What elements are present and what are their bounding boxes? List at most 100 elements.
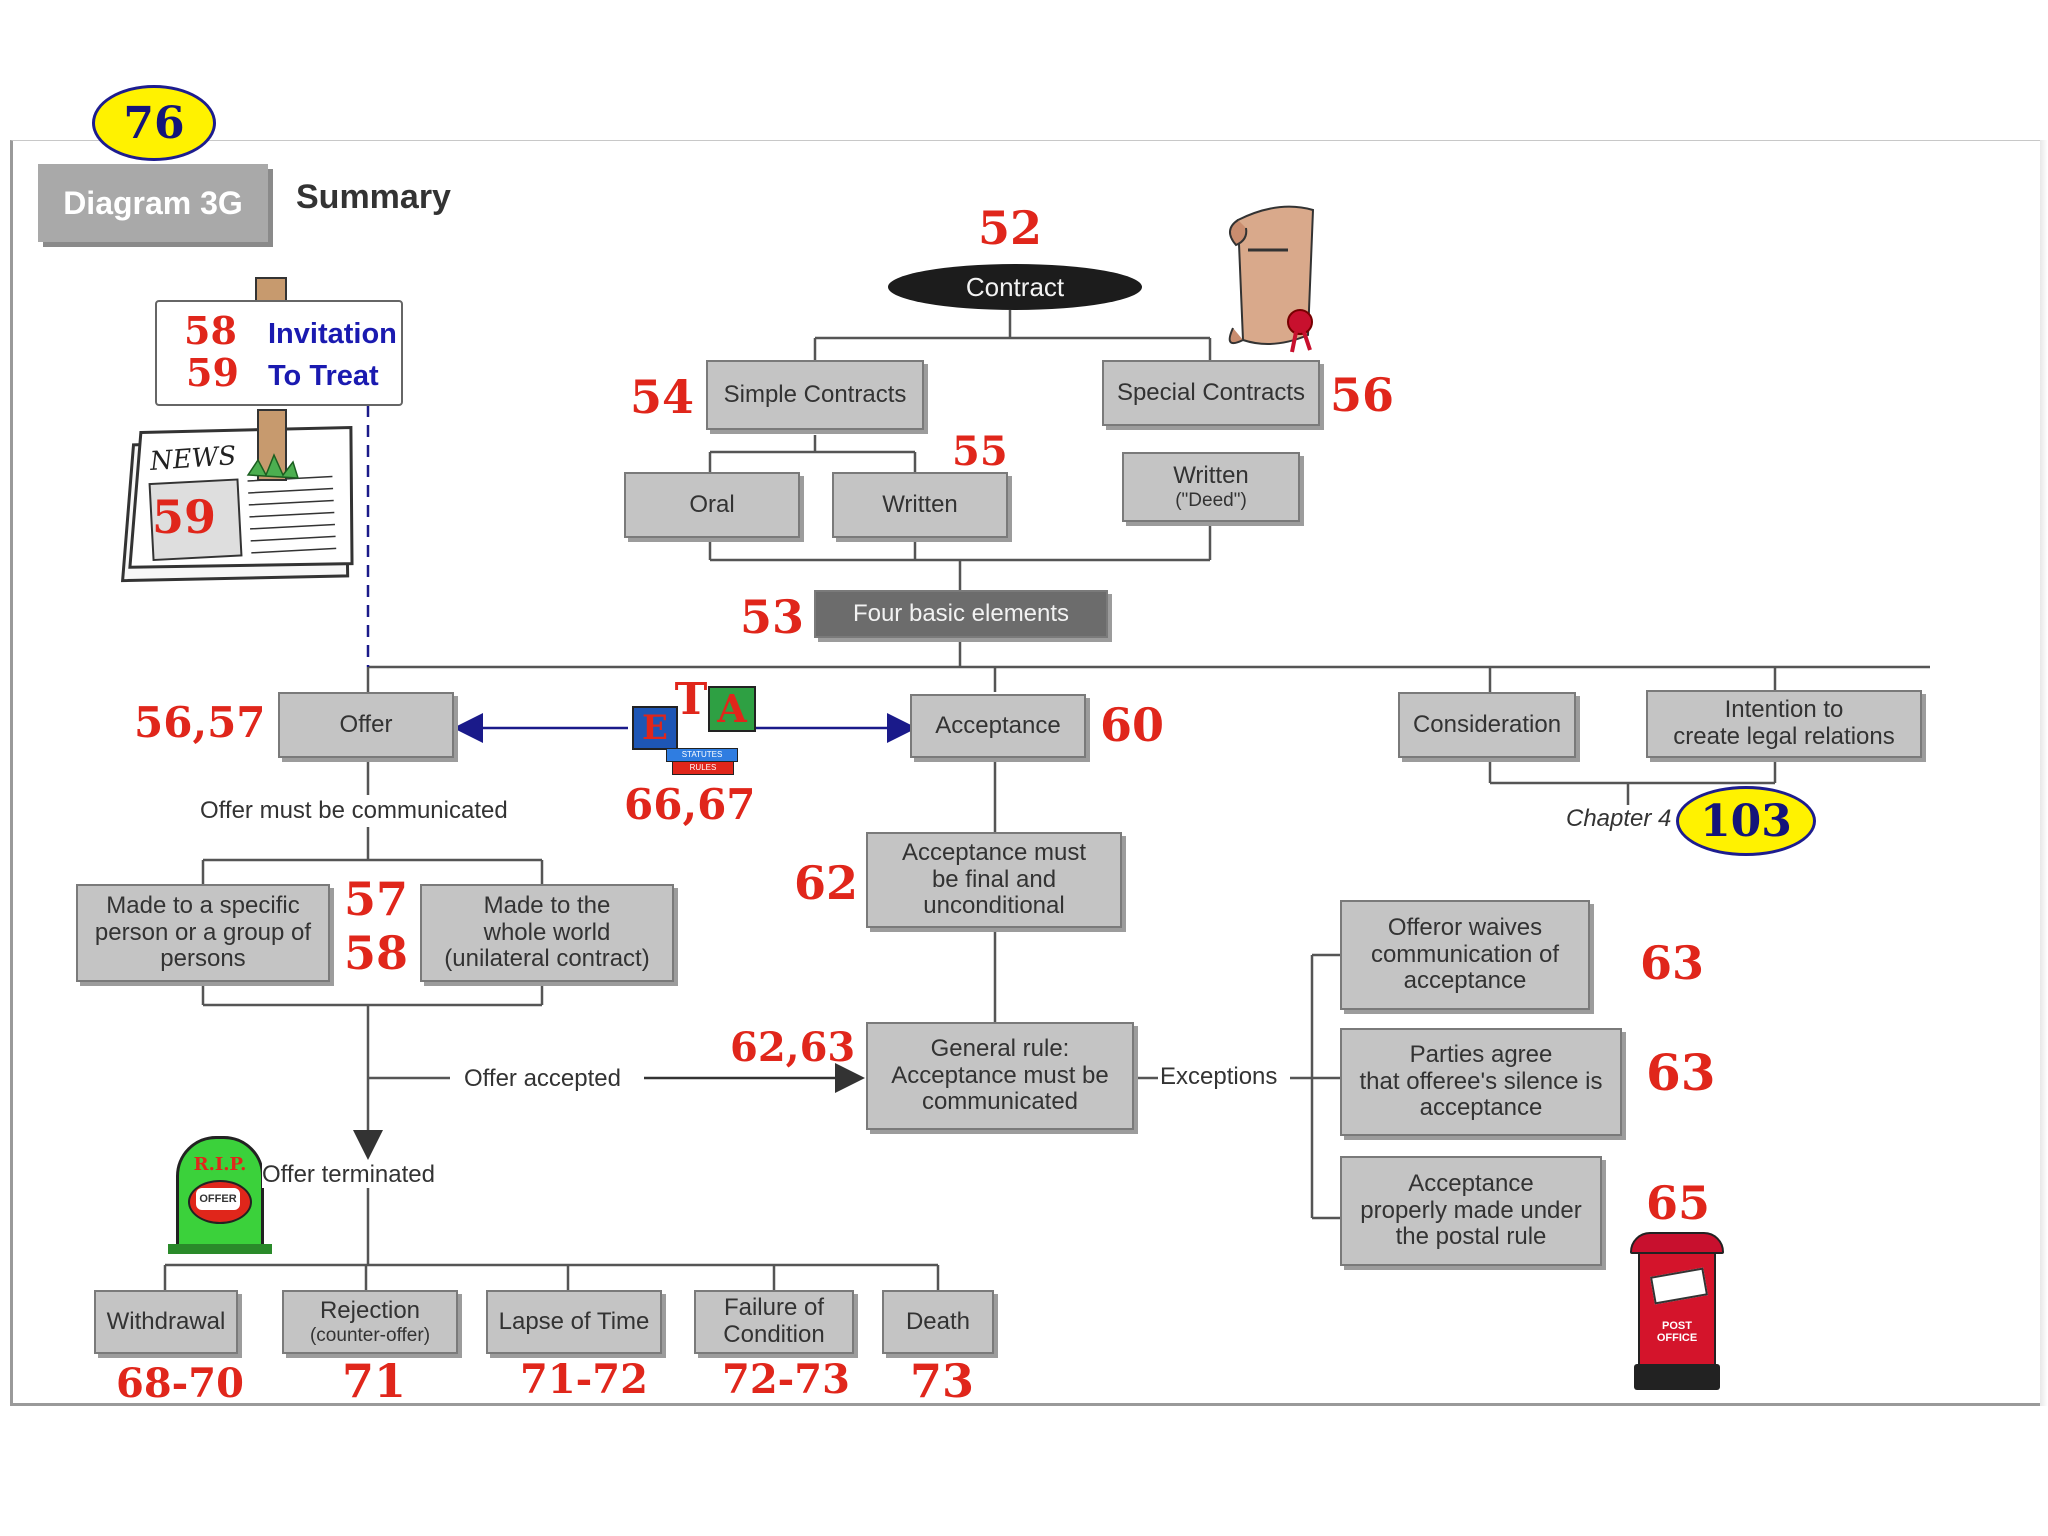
acceptance-final-label: Acceptance must be final and uncondition…	[901, 838, 1087, 920]
ref-simple-contracts: 54	[630, 370, 695, 424]
acceptance-label: Acceptance	[935, 711, 1061, 739]
chapter4-ref: 103	[1700, 795, 1792, 847]
exception-postal-node: Acceptance properly made under the posta…	[1340, 1156, 1602, 1266]
page-number-text: 76	[123, 97, 185, 149]
deed-scroll-icon	[1228, 205, 1315, 353]
death-node: Death	[882, 1290, 994, 1354]
ref-acceptance: 60	[1100, 698, 1165, 752]
lapse-of-time-node: Lapse of Time	[486, 1290, 662, 1354]
exception-silence-label: Parties agree that offeree's silence is …	[1359, 1040, 1603, 1122]
ref-written: 55	[952, 428, 1008, 475]
written-deed-sublabel: ("Deed")	[1175, 489, 1247, 511]
written-deed-node: Written ("Deed")	[1122, 452, 1300, 522]
eta-icon: E T A STATUTES RULES	[628, 674, 758, 780]
rip-text: R.I.P.	[193, 1154, 247, 1175]
exceptions-label: Exceptions	[1160, 1063, 1278, 1091]
exception-postal-label: Acceptance properly made under the posta…	[1360, 1169, 1582, 1251]
ref-lapse: 71-72	[520, 1356, 648, 1403]
invitation-line-1: Invitation	[268, 318, 397, 350]
eta-letter-t: T	[674, 674, 708, 725]
withdrawal-node: Withdrawal	[94, 1290, 238, 1354]
withdrawal-label: Withdrawal	[106, 1307, 226, 1335]
frame-shadow	[2040, 140, 2048, 1406]
ref-contract: 52	[978, 201, 1043, 255]
ref-eta: 66,67	[624, 780, 756, 829]
diagram-title: Summary	[296, 178, 451, 216]
whole-world-node: Made to the whole world (unilateral cont…	[420, 884, 674, 982]
offer-terminated-label: Offer terminated	[262, 1161, 435, 1189]
consideration-label: Consideration	[1412, 710, 1562, 738]
ref-four-elements: 53	[740, 590, 805, 644]
four-elements-label: Four basic elements	[852, 599, 1070, 627]
post-office-label: POST OFFICE	[1656, 1320, 1698, 1345]
lapse-of-time-label: Lapse of Time	[498, 1307, 650, 1335]
diagram-frame	[10, 140, 2046, 1406]
eta-tag-statutes: STATUTES	[666, 748, 738, 762]
simple-contracts-node: Simple Contracts	[706, 360, 924, 430]
eta-tag-rules: RULES	[672, 761, 734, 775]
newspaper-icon	[120, 277, 354, 583]
page-number-badge: 76	[92, 85, 216, 161]
eta-letter-e: E	[632, 706, 678, 750]
written-label: Written	[882, 490, 958, 518]
offer-communicated-label: Offer must be communicated	[200, 797, 508, 825]
diagram-tab: Diagram 3G	[38, 164, 268, 242]
ref-general-rule: 62,63	[730, 1024, 856, 1071]
rip-tombstone-icon: R.I.P. OFFER	[168, 1136, 272, 1258]
invitation-to-treat-sign	[155, 300, 403, 406]
general-rule-node: General rule: Acceptance must be communi…	[866, 1022, 1134, 1130]
written-node: Written	[832, 472, 1008, 538]
ref-exception-postal: 65	[1646, 1176, 1711, 1230]
ref-news: 59	[152, 490, 217, 544]
intention-label: Intention to create legal relations	[1673, 696, 1895, 750]
death-label: Death	[905, 1307, 971, 1335]
intention-node: Intention to create legal relations	[1646, 690, 1922, 758]
chapter4-badge: 103	[1676, 786, 1816, 856]
oral-node: Oral	[624, 472, 800, 538]
ref-specific-1: 57	[344, 872, 409, 926]
ref-death: 73	[910, 1354, 975, 1408]
offer-node: Offer	[278, 692, 454, 758]
written-deed-label: Written	[1173, 461, 1249, 489]
general-rule-label: General rule: Acceptance must be communi…	[891, 1034, 1109, 1116]
acceptance-final-node: Acceptance must be final and uncondition…	[866, 832, 1122, 928]
rejection-node: Rejection (counter-offer)	[282, 1290, 458, 1354]
contract-label: Contract	[965, 271, 1065, 302]
specific-person-label: Made to a specific person or a group of …	[94, 891, 312, 973]
special-contracts-label: Special Contracts	[1116, 378, 1306, 406]
consideration-node: Consideration	[1398, 692, 1576, 758]
four-elements-node: Four basic elements	[814, 590, 1108, 638]
offer-accepted-label: Offer accepted	[464, 1065, 621, 1093]
ref-acceptance-final: 62	[794, 856, 859, 910]
ref-invitation-1: 58	[184, 308, 237, 353]
contract-node: Contract	[888, 264, 1142, 310]
oral-label: Oral	[689, 490, 735, 518]
acceptance-node: Acceptance	[910, 694, 1086, 758]
invitation-line-2: To Treat	[268, 360, 379, 392]
ref-rejection: 71	[342, 1354, 407, 1408]
chapter4-label: Chapter 4	[1566, 805, 1672, 833]
offer-label: Offer	[339, 710, 393, 738]
ref-exception-silence: 63	[1646, 1043, 1716, 1102]
diagram-tab-label: Diagram 3G	[63, 184, 243, 221]
ref-exception-waive: 63	[1640, 936, 1705, 990]
ref-withdrawal: 68-70	[116, 1360, 244, 1407]
special-contracts-node: Special Contracts	[1102, 360, 1320, 426]
ref-offer: 56,57	[134, 698, 266, 747]
news-label: NEWS	[149, 441, 238, 477]
rejection-label: Rejection	[319, 1296, 421, 1324]
ref-specific-2: 58	[344, 926, 409, 980]
post-box-icon: POST OFFICE	[1630, 1232, 1724, 1392]
whole-world-label: Made to the whole world (unilateral cont…	[444, 891, 650, 973]
rejection-sublabel: (counter-offer)	[309, 1324, 431, 1346]
ref-invitation-2: 59	[186, 350, 239, 395]
specific-person-node: Made to a specific person or a group of …	[76, 884, 330, 982]
rip-offer-text: OFFER	[196, 1188, 240, 1210]
simple-contracts-label: Simple Contracts	[723, 380, 907, 408]
exception-silence-node: Parties agree that offeree's silence is …	[1340, 1028, 1622, 1136]
ref-special-contracts: 56	[1330, 368, 1395, 422]
failure-of-condition-node: Failure of Condition	[694, 1290, 854, 1354]
ref-failure: 72-73	[722, 1356, 850, 1403]
